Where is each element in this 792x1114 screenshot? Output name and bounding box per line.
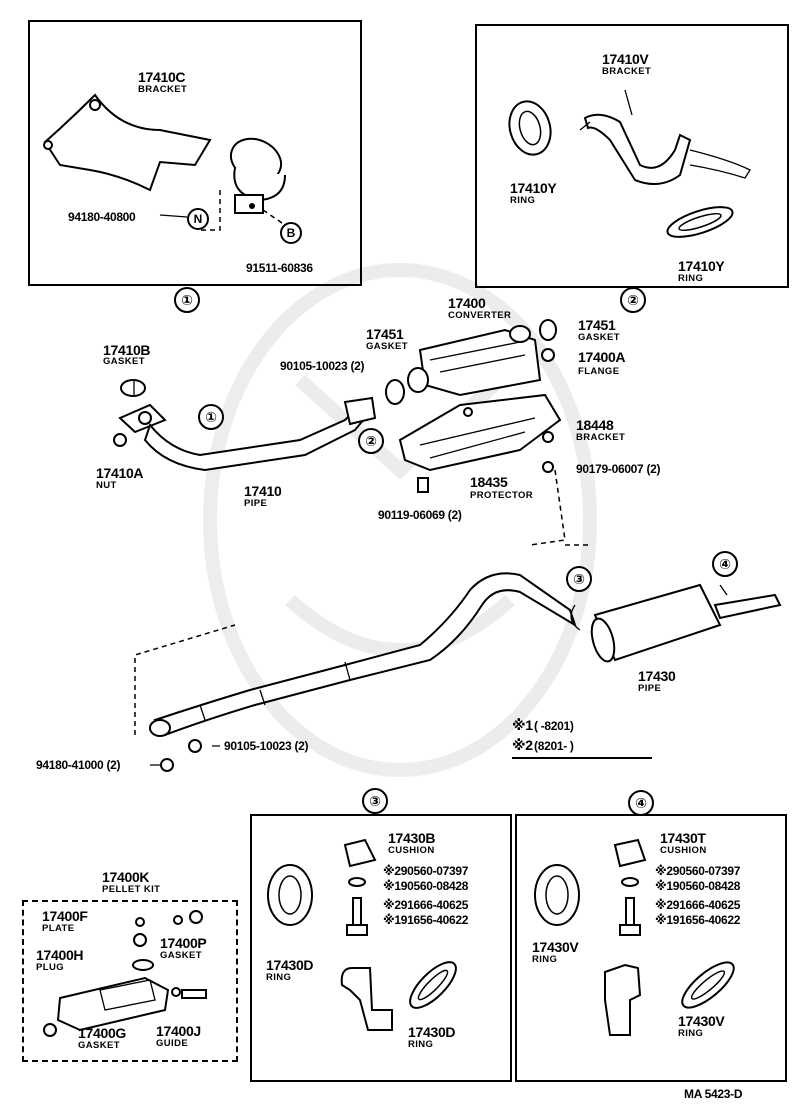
part-name-plate: PLATE xyxy=(42,923,75,934)
detail-box-3 xyxy=(250,814,512,1082)
bolt-number-line-2: ※191656-40622 xyxy=(383,913,469,927)
detail-box-1 xyxy=(28,20,362,286)
part-name-gasket: GASKET xyxy=(160,950,202,961)
part-name-gasket: GASKET xyxy=(578,332,620,343)
part-number-90105-10023-lower: 90105-10023 (2) xyxy=(224,739,309,753)
callout-marker-1-main: ① xyxy=(198,404,224,430)
pellet-kit-parts xyxy=(43,910,207,1037)
bolt-number-line-1: ※291666-40625 xyxy=(383,898,469,912)
washer-number-line-2: ※190560-08428 xyxy=(383,879,469,893)
bolt-symbol-b: B xyxy=(280,222,302,244)
part-number-17430d-left: 17430D xyxy=(266,957,314,973)
protector-18435-part xyxy=(398,393,566,546)
part-number-17400p: 17400P xyxy=(160,935,207,951)
legend-text-2: (8201- ) xyxy=(534,739,574,753)
diagram-code: MA 5423-D xyxy=(684,1087,743,1101)
part-number-18435: 18435 xyxy=(470,474,508,490)
bracket-17410c-part xyxy=(43,93,286,231)
part-number-17410y-right: 17410Y xyxy=(678,258,725,274)
legend-mark-2: ※2 xyxy=(512,737,533,753)
part-name-plug: PLUG xyxy=(36,962,64,973)
callout-marker-4: ④ xyxy=(628,790,654,816)
part-name-flange: FLANGE xyxy=(578,366,620,377)
part-number-17430b: 17430B xyxy=(388,830,436,846)
part-number-17430v-right: 17430V xyxy=(678,1013,725,1029)
converter-17400-part xyxy=(385,319,557,405)
part-name-gasket: GASKET xyxy=(78,1040,120,1051)
part-name-ring: RING xyxy=(510,195,536,206)
part-number-17400g: 17400G xyxy=(78,1025,127,1041)
part-number-17410v: 17410V xyxy=(602,51,649,67)
callout-marker-3: ③ xyxy=(362,788,388,814)
front-pipe-17410-part xyxy=(113,379,377,472)
part-name-gasket: GASKET xyxy=(366,341,408,352)
part-number-18448: 18448 xyxy=(576,417,614,433)
part-number-17410a: 17410A xyxy=(96,465,144,481)
part-name-guide: GUIDE xyxy=(156,1038,189,1049)
part-number-91511-60836: 91511-60836 xyxy=(246,261,313,275)
part-number-90119-06069: 90119-06069 (2) xyxy=(378,508,462,522)
washer-number-line-1: ※290560-07397 xyxy=(383,864,469,878)
callout-marker-2-main: ② xyxy=(358,428,384,454)
part-number-17400j: 17400J xyxy=(156,1023,201,1039)
washer-number-line-1: ※290560-07397 xyxy=(655,864,741,878)
bolt-number-line-1: ※291666-40625 xyxy=(655,898,741,912)
part-number-17430d-right: 17430D xyxy=(408,1024,456,1040)
part-name-protector: PROTECTOR xyxy=(470,490,534,501)
part-number-17410: 17410 xyxy=(244,483,282,499)
part-name-gasket: GASKET xyxy=(103,356,145,367)
part-number-17451-left: 17451 xyxy=(366,326,404,342)
washer-number-line-2: ※190560-08428 xyxy=(655,879,741,893)
bracket-17410v-part xyxy=(508,89,751,238)
part-number-17400f: 17400F xyxy=(42,908,88,924)
part-name-ring: RING xyxy=(678,1028,704,1039)
part-name-pipe: PIPE xyxy=(244,498,268,509)
part-number-17400h: 17400H xyxy=(36,947,84,963)
pellet-kit-box xyxy=(22,900,238,1062)
part-number-17400k: 17400K xyxy=(102,869,150,885)
part-name-nut: NUT xyxy=(96,480,117,491)
part-number-90105-10023-top: 90105-10023 (2) xyxy=(280,359,365,373)
legend-mark-1: ※1 xyxy=(512,717,533,733)
box3-parts xyxy=(267,838,457,1031)
part-name-pellet-kit: PELLET KIT xyxy=(102,884,161,895)
part-number-17430v-left: 17430V xyxy=(532,939,579,955)
part-number-17400: 17400 xyxy=(448,295,486,311)
part-name-bracket: BRACKET xyxy=(602,66,652,77)
part-name-bracket: BRACKET xyxy=(576,432,626,443)
part-number-94180-40800: 94180-40800 xyxy=(68,210,136,224)
part-name-bracket: BRACKET xyxy=(138,84,188,95)
part-name-ring: RING xyxy=(678,273,704,284)
part-name-cushion: CUSHION xyxy=(660,845,707,856)
part-number-94180-41000: 94180-41000 (2) xyxy=(36,758,121,772)
part-number-90179-06007: 90179-06007 (2) xyxy=(576,462,661,476)
part-number-17400a: 17400A xyxy=(578,349,626,365)
callout-marker-2: ② xyxy=(620,287,646,313)
part-name-converter: CONVERTER xyxy=(448,310,512,321)
callout-marker-4-main: ④ xyxy=(712,551,738,577)
part-name-ring: RING xyxy=(532,954,558,965)
box4-parts xyxy=(534,838,735,1036)
legend-text-1: ( -8201) xyxy=(534,719,574,733)
lower-fasteners-part xyxy=(150,739,220,772)
part-number-17410b: 17410B xyxy=(103,342,151,358)
callout-marker-3-main: ③ xyxy=(566,566,592,592)
callout-marker-1: ① xyxy=(174,287,200,313)
part-number-17451-right: 17451 xyxy=(578,317,616,333)
nut-symbol-n: N xyxy=(187,208,209,230)
part-number-17430t: 17430T xyxy=(660,830,706,846)
muffler-17430-part xyxy=(570,583,782,663)
part-number-17410c: 17410C xyxy=(138,69,186,85)
part-name-cushion: CUSHION xyxy=(388,845,435,856)
part-name-pipe: PIPE xyxy=(638,683,662,694)
part-name-ring: RING xyxy=(408,1039,434,1050)
part-name-ring: RING xyxy=(266,972,292,983)
part-number-17410y-left: 17410Y xyxy=(510,180,557,196)
detail-box-4 xyxy=(515,814,787,1082)
bolt-number-line-2: ※191656-40622 xyxy=(655,913,741,927)
part-number-17430: 17430 xyxy=(638,668,676,684)
